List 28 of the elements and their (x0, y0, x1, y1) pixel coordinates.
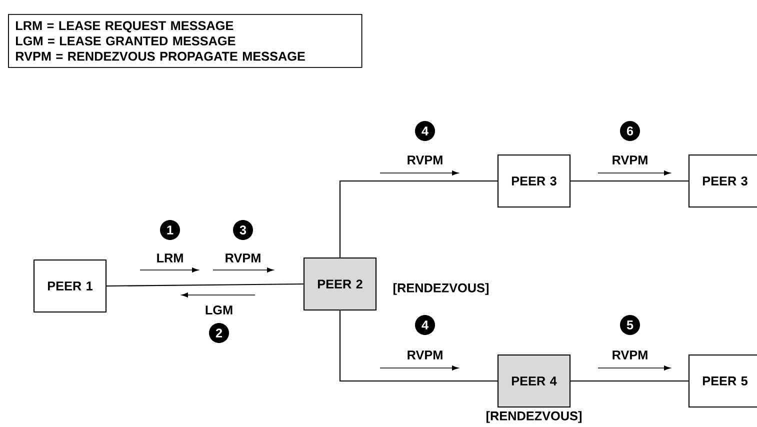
step-number: 3 (233, 220, 253, 240)
connector-line (106, 283, 304, 287)
message-label: RVPM (408, 156, 442, 164)
peer-box: PEER 3 (688, 154, 757, 208)
message-label: RVPM (612, 350, 648, 360)
connector-line (339, 180, 498, 258)
step-number: 2 (209, 322, 229, 343)
step-number: 4 (415, 314, 435, 335)
peer-box: PEER 3 (497, 154, 571, 208)
peer-box: PEER 2 (303, 257, 377, 311)
step-number: 1 (160, 220, 180, 240)
connector-line (339, 310, 498, 382)
connector-line (570, 380, 688, 382)
peer-box: PEER 1 (33, 259, 107, 313)
message-label: RVPM (408, 350, 442, 360)
role-label: [RENDEZVOUS] (394, 283, 488, 295)
step-number: 5 (620, 314, 640, 335)
message-label: LRM (157, 254, 183, 262)
step-number: 6 (620, 121, 640, 141)
message-label: RVPM (612, 156, 648, 164)
definition-box: LRM = LEASE REQUEST MESSAGE LGM = LEASE GRANTED MESSAGE RVPM = RENDEZVOUS PROPAGATE MESSAGE (8, 14, 362, 68)
role-label: [RENDEZVOUS] (486, 411, 582, 423)
peer-box: PEER 4 (497, 354, 571, 408)
connector-line (570, 180, 688, 182)
step-number: 4 (415, 121, 435, 141)
peer-box: PEER 5 (688, 354, 757, 408)
message-label: LGM (206, 306, 232, 314)
message-label: RVPM (226, 254, 260, 262)
